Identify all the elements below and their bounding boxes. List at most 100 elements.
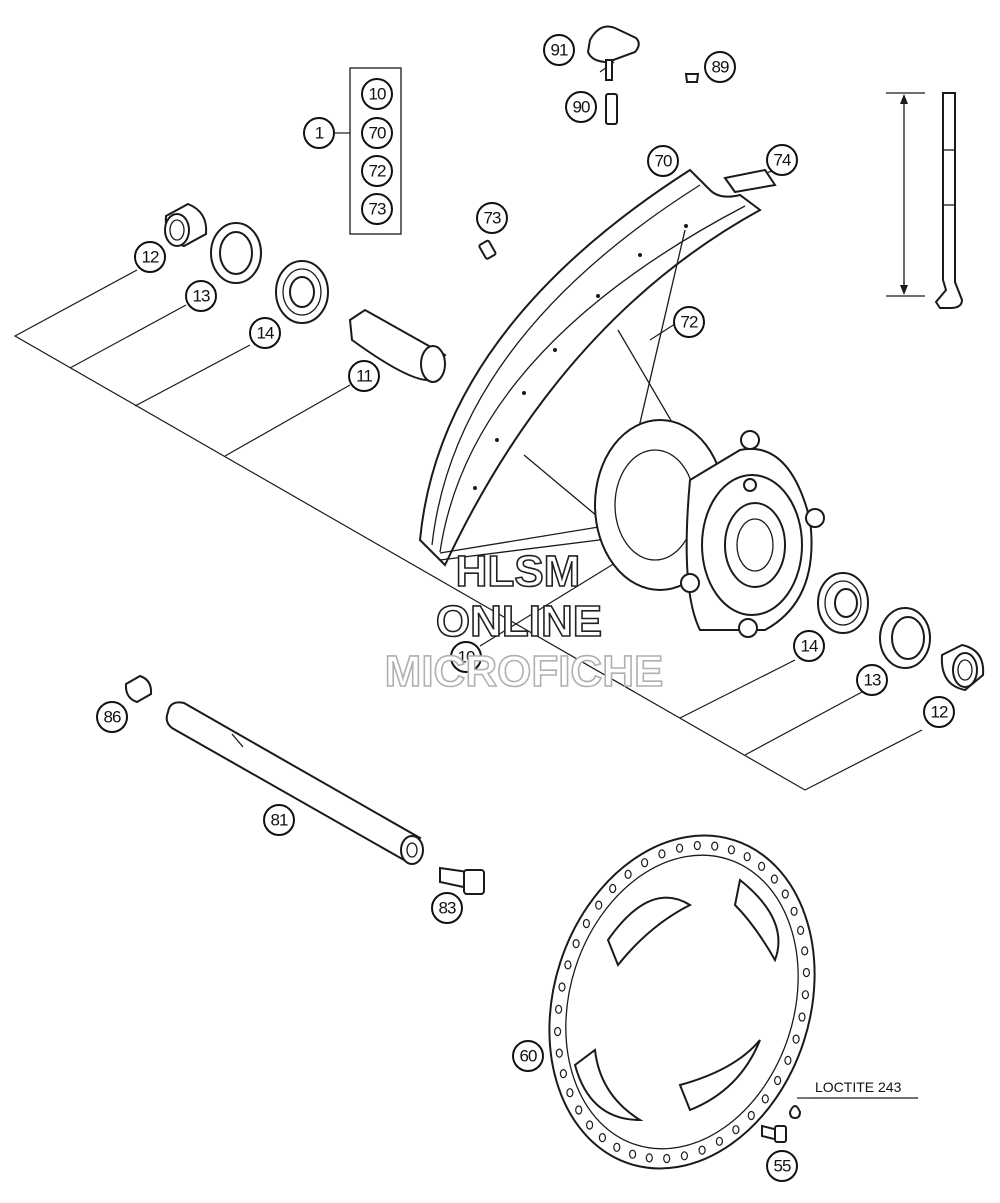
svg-text:12: 12 [931, 703, 948, 722]
brake-disc-hole [553, 1026, 562, 1037]
brake-disc-hole [559, 1068, 568, 1079]
brake-disc-hole [802, 967, 811, 978]
callout-90[interactable]: 90 [565, 91, 597, 123]
brake-disc-hole [781, 889, 789, 899]
brake-disc-hole [613, 1142, 621, 1152]
callout-13-left[interactable]: 13 [185, 280, 217, 312]
shaft-seal-part-13-right [879, 607, 931, 669]
svg-text:60: 60 [520, 1047, 537, 1066]
callout-86[interactable]: 86 [96, 701, 128, 733]
svg-text:89: 89 [712, 58, 729, 77]
brake-disc-hole [598, 1132, 607, 1143]
svg-text:12: 12 [142, 248, 159, 267]
callout-81[interactable]: 81 [263, 804, 295, 836]
callout-72-kit[interactable]: 72 [361, 155, 393, 187]
callout-14-left[interactable]: 14 [249, 317, 281, 349]
brake-disc-hole [757, 861, 766, 872]
collar-screw-part-83 [439, 866, 485, 895]
watermark-line-1: HLSM [456, 547, 581, 596]
svg-text:55: 55 [774, 1157, 791, 1176]
svg-text:83: 83 [439, 899, 456, 918]
brake-disc-hole [582, 918, 591, 929]
callout-12-right[interactable]: 12 [923, 696, 955, 728]
callout-89[interactable]: 89 [704, 51, 736, 83]
callout-1[interactable]: 1 [303, 117, 335, 149]
svg-text:91: 91 [551, 41, 568, 60]
brake-disc-hole [640, 858, 649, 868]
brake-disc-hole [609, 883, 617, 894]
brake-disc-hole [658, 849, 666, 859]
valve-nut-part-90 [605, 93, 618, 125]
svg-text:86: 86 [104, 708, 121, 727]
callout-83[interactable]: 83 [431, 892, 463, 924]
svg-text:13: 13 [864, 671, 881, 690]
brake-disc-hole [790, 906, 798, 916]
brake-disc-hole [585, 1120, 594, 1130]
svg-text:73: 73 [484, 209, 501, 228]
rim-part-70 [418, 168, 762, 567]
brake-disc-hole [624, 869, 632, 879]
spacer-part-86 [124, 674, 153, 704]
svg-text:70: 70 [369, 124, 386, 143]
svg-text:14: 14 [257, 324, 274, 343]
wheel-spindle-part-81 [165, 701, 424, 865]
callout-14-right[interactable]: 14 [793, 630, 825, 662]
shaft-seal-part-13-left [210, 222, 262, 284]
brake-disc-hole [798, 1012, 806, 1022]
callout-91[interactable]: 91 [543, 34, 575, 66]
watermark-line-3: MICROFICHE [385, 647, 664, 696]
svg-text:74: 74 [774, 151, 791, 170]
brake-disc-hole [572, 938, 580, 949]
valve-cap-part-91 [586, 25, 640, 81]
rim-tape-part-74 [723, 168, 777, 194]
brake-disc-hole [698, 1145, 706, 1155]
callout-72-spoke[interactable]: 72 [673, 306, 705, 338]
bearing-part-14-right [817, 572, 869, 634]
brake-disc-hole [693, 840, 701, 851]
svg-text:72: 72 [369, 162, 386, 181]
svg-text:81: 81 [271, 811, 288, 830]
distance-tube-part-11 [348, 308, 447, 383]
callout-10-kit[interactable]: 10 [361, 78, 393, 110]
svg-text:13: 13 [193, 287, 210, 306]
loctite-note: LOCTITE 243 [815, 1079, 902, 1095]
callout-73-nipple[interactable]: 73 [476, 202, 508, 234]
callout-10-hub[interactable]: 10 [450, 641, 482, 673]
brake-disc-hole [732, 1125, 740, 1135]
callout-60[interactable]: 60 [512, 1040, 544, 1072]
brake-disc-hole [761, 1094, 769, 1104]
hub-part-10 [594, 419, 825, 638]
callout-70-rim[interactable]: 70 [647, 145, 679, 177]
brake-disc-hole [747, 1110, 755, 1121]
brake-disc-hole [554, 1004, 563, 1014]
svg-text:10: 10 [369, 85, 386, 104]
spoke-gauge [886, 92, 964, 309]
svg-text:90: 90 [573, 98, 590, 117]
brake-disc-hole [715, 1136, 724, 1146]
brake-disc-hole [675, 843, 684, 853]
callout-13-right[interactable]: 13 [856, 664, 888, 696]
callout-70-kit[interactable]: 70 [361, 117, 393, 149]
callout-12-left[interactable]: 12 [134, 241, 166, 273]
callout-11[interactable]: 11 [348, 360, 380, 392]
spacer-bushing-part-12-right [940, 643, 985, 692]
brake-disc-hole [680, 1151, 689, 1161]
brake-disc-hole [796, 925, 805, 936]
loctite-drop [788, 1105, 802, 1120]
watermark: HLSM ONLINE MICROFICHE [384, 546, 664, 697]
brake-disc-part-60 [548, 834, 816, 1170]
svg-text:11: 11 [356, 367, 372, 386]
kit-group-box [349, 67, 402, 235]
callout-73-kit[interactable]: 73 [361, 193, 393, 225]
nipple-part-73 [478, 239, 497, 260]
brake-disc-hole [743, 852, 751, 862]
svg-text:72: 72 [681, 313, 698, 332]
svg-text:10: 10 [458, 648, 475, 667]
brake-disc-hole [792, 1034, 800, 1044]
watermark-line-2: ONLINE [436, 597, 602, 646]
spacer-bushing-part-12-left [164, 202, 208, 248]
callout-55[interactable]: 55 [766, 1150, 798, 1182]
svg-text:14: 14 [801, 637, 818, 656]
callout-74[interactable]: 74 [766, 144, 798, 176]
